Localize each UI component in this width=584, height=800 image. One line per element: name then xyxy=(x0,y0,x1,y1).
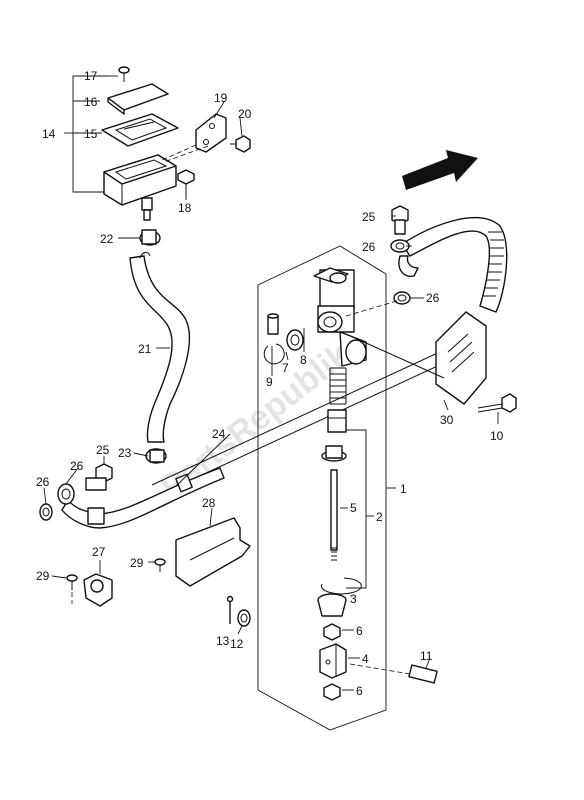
hose-guide-clamp xyxy=(83,573,113,607)
callout-26-left-a: 26 xyxy=(70,459,84,473)
section-line xyxy=(151,337,471,486)
callout-26-right-b: 26 xyxy=(426,291,440,305)
reservoir-bracket xyxy=(161,113,227,163)
brake-hose-right xyxy=(398,217,508,313)
callout-21: 21 xyxy=(138,342,152,356)
clevis xyxy=(319,643,347,679)
clevis-pin xyxy=(349,663,438,684)
callout-11: 11 xyxy=(420,649,433,663)
callout-6-lower: 6 xyxy=(356,684,363,698)
callout-12: 12 xyxy=(230,637,244,651)
callout-14: 14 xyxy=(42,127,56,141)
guard-screw xyxy=(154,558,166,572)
callout-25-left: 25 xyxy=(96,443,110,457)
union-bolt-left xyxy=(85,463,113,491)
inlet-pipe xyxy=(267,313,279,335)
sealing-washer-left-b xyxy=(39,503,53,521)
callout-8: 8 xyxy=(300,353,307,367)
callout-26-left-b: 26 xyxy=(36,475,50,489)
callout-20: 20 xyxy=(238,107,252,121)
callout-5: 5 xyxy=(350,501,357,515)
callout-9: 9 xyxy=(266,375,273,389)
callout-23: 23 xyxy=(118,446,132,460)
hose-clamp-lower xyxy=(145,448,167,464)
callout-22: 22 xyxy=(100,232,114,246)
callout-19: 19 xyxy=(214,91,228,105)
bracket-bolt xyxy=(230,135,251,153)
callout-1: 1 xyxy=(400,482,407,496)
nut-lower xyxy=(323,683,341,701)
callout-17: 17 xyxy=(84,69,98,83)
callout-28: 28 xyxy=(202,496,216,510)
hose-guard xyxy=(175,517,251,587)
reservoir-group xyxy=(64,66,195,221)
callout-29-guard: 29 xyxy=(130,556,144,570)
hose-union-bolt-right xyxy=(391,205,409,235)
clamp-screw xyxy=(66,574,78,604)
cotter-pin xyxy=(226,595,234,624)
callout-10: 10 xyxy=(490,429,504,443)
callout-25-right: 25 xyxy=(362,210,376,224)
piston-circlip xyxy=(320,577,362,595)
callout-numbers: 17 16 15 14 19 20 18 22 21 23 24 25 26 2… xyxy=(36,69,504,698)
callout-2: 2 xyxy=(376,510,383,524)
piston-cup xyxy=(327,409,347,433)
callout-18: 18 xyxy=(178,201,192,215)
reservoir-cap-screw xyxy=(118,66,130,82)
reservoir-body xyxy=(103,154,177,221)
callout-15: 15 xyxy=(84,127,98,141)
nut-upper xyxy=(323,623,341,641)
boot xyxy=(317,593,347,617)
front-direction-arrow-icon xyxy=(402,150,478,190)
callout-7: 7 xyxy=(282,361,289,375)
spring xyxy=(329,367,347,405)
inlet-circlip xyxy=(263,343,285,365)
callout-6-upper: 6 xyxy=(356,624,363,638)
push-rod xyxy=(321,445,347,561)
clevis-washer xyxy=(237,609,251,627)
callout-4: 4 xyxy=(362,652,369,666)
o-ring-inlet xyxy=(286,329,304,351)
callout-30: 30 xyxy=(440,413,454,427)
callout-24: 24 xyxy=(212,427,226,441)
callout-29-left: 29 xyxy=(36,569,50,583)
reservoir-cap xyxy=(107,83,169,115)
sealing-washer-left-a xyxy=(57,483,75,505)
master-cylinder-assembly-frame xyxy=(257,245,387,731)
hose-connection-line xyxy=(345,333,445,379)
bracket-plate-bolt xyxy=(477,393,517,413)
hose-clamp-upper xyxy=(139,229,161,246)
diaphragm-plate xyxy=(101,113,179,147)
reservoir-hose xyxy=(129,251,191,443)
callout-27: 27 xyxy=(92,545,106,559)
callout-26-right-a: 26 xyxy=(362,240,376,254)
master-cylinder-body xyxy=(313,267,367,367)
hose-bracket-plate xyxy=(435,311,487,405)
callout-3: 3 xyxy=(350,592,357,606)
sealing-washer-right-b xyxy=(393,291,411,305)
connector-hose xyxy=(61,467,225,529)
reservoir-mount-bolt xyxy=(177,169,195,196)
callout-13: 13 xyxy=(216,634,230,648)
callout-16: 16 xyxy=(84,95,98,109)
callout-leaders xyxy=(43,101,499,691)
